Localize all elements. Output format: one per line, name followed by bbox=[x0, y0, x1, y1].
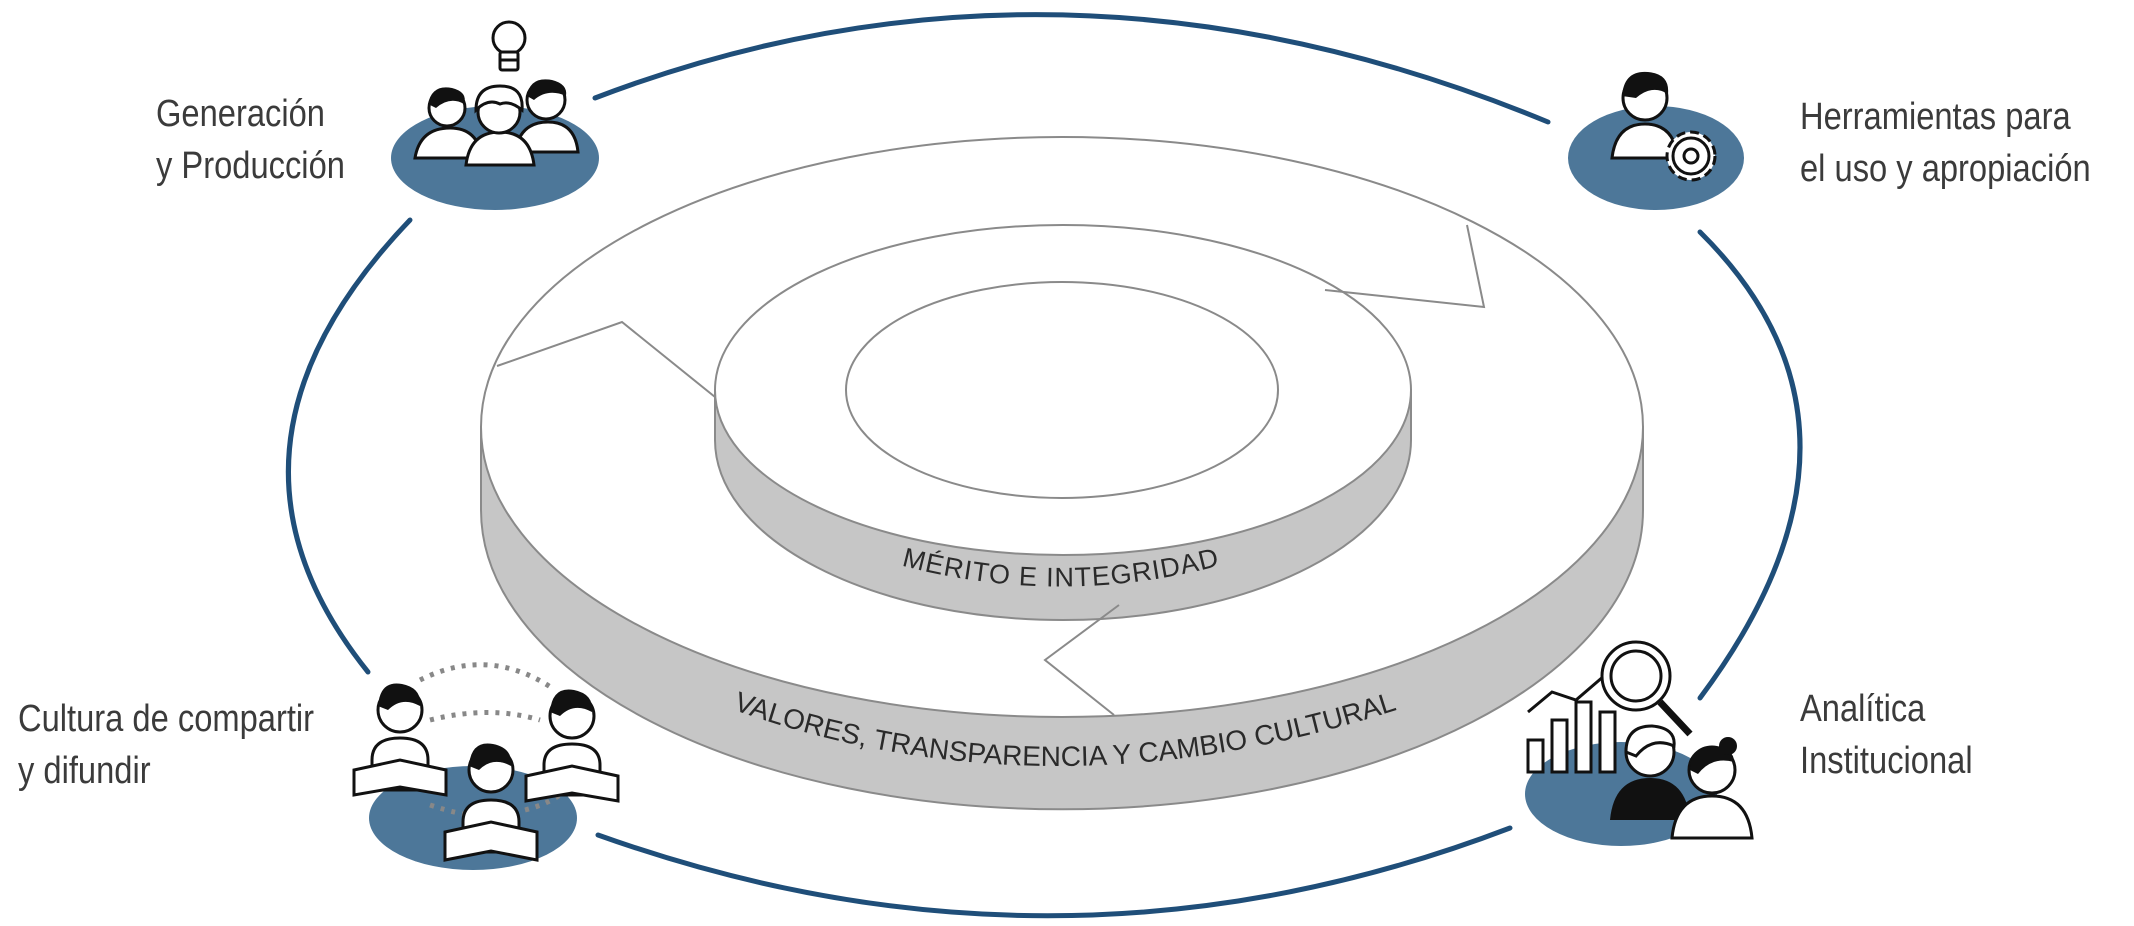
label-herramientas: Herramientas para el uso y apropiación bbox=[1800, 91, 2091, 195]
person-left bbox=[413, 87, 484, 160]
ring-arc-right bbox=[1697, 229, 1803, 701]
gear-icon bbox=[1665, 130, 1717, 182]
arrow-right bbox=[1324, 224, 1486, 309]
label-line-1: Analítica bbox=[1800, 688, 1926, 730]
person-reading-right bbox=[524, 689, 620, 803]
person-gear-icon bbox=[1568, 71, 1744, 210]
ring-arc-bottom bbox=[595, 825, 1513, 919]
ring-arc-left bbox=[285, 217, 413, 675]
person bbox=[1610, 71, 1680, 160]
person-analyst-left bbox=[1610, 724, 1690, 820]
inner-disc bbox=[714, 224, 1412, 621]
person-analyst-right bbox=[1670, 737, 1754, 840]
label-cultura: Cultura de compartir y difundir bbox=[18, 693, 314, 797]
label-line-1: Generación bbox=[156, 93, 325, 135]
arrow-left bbox=[496, 320, 716, 398]
people-sharing-icon bbox=[352, 662, 620, 870]
person-center bbox=[464, 84, 536, 167]
analytics-people-icon bbox=[1525, 640, 1754, 846]
magnifier-icon bbox=[1600, 640, 1693, 737]
person-reading-center bbox=[443, 743, 539, 862]
cycle-arrows bbox=[496, 224, 1486, 716]
person-reading-left bbox=[352, 683, 448, 797]
arrow-bottom bbox=[1043, 604, 1120, 716]
inner-core-ellipse bbox=[845, 281, 1279, 499]
label-line-2: el uso y apropiación bbox=[1800, 148, 2091, 190]
label-line-1: Cultura de compartir bbox=[18, 698, 315, 740]
bar-chart-icon bbox=[1526, 674, 1617, 774]
lightbulb-icon bbox=[491, 20, 527, 72]
outer-cycle-ring bbox=[285, 12, 1803, 919]
label-line-2: y difundir bbox=[18, 750, 151, 792]
ring-arc-top bbox=[592, 12, 1551, 125]
label-line-2: y Producción bbox=[156, 145, 345, 187]
label-line-1: Herramientas para bbox=[1800, 96, 2071, 138]
label-generacion: Generación y Producción bbox=[156, 88, 345, 192]
team-ideas-icon bbox=[391, 20, 599, 210]
label-line-2: Institucional bbox=[1800, 740, 1973, 782]
label-analitica: Analítica Institucional bbox=[1800, 683, 1973, 787]
